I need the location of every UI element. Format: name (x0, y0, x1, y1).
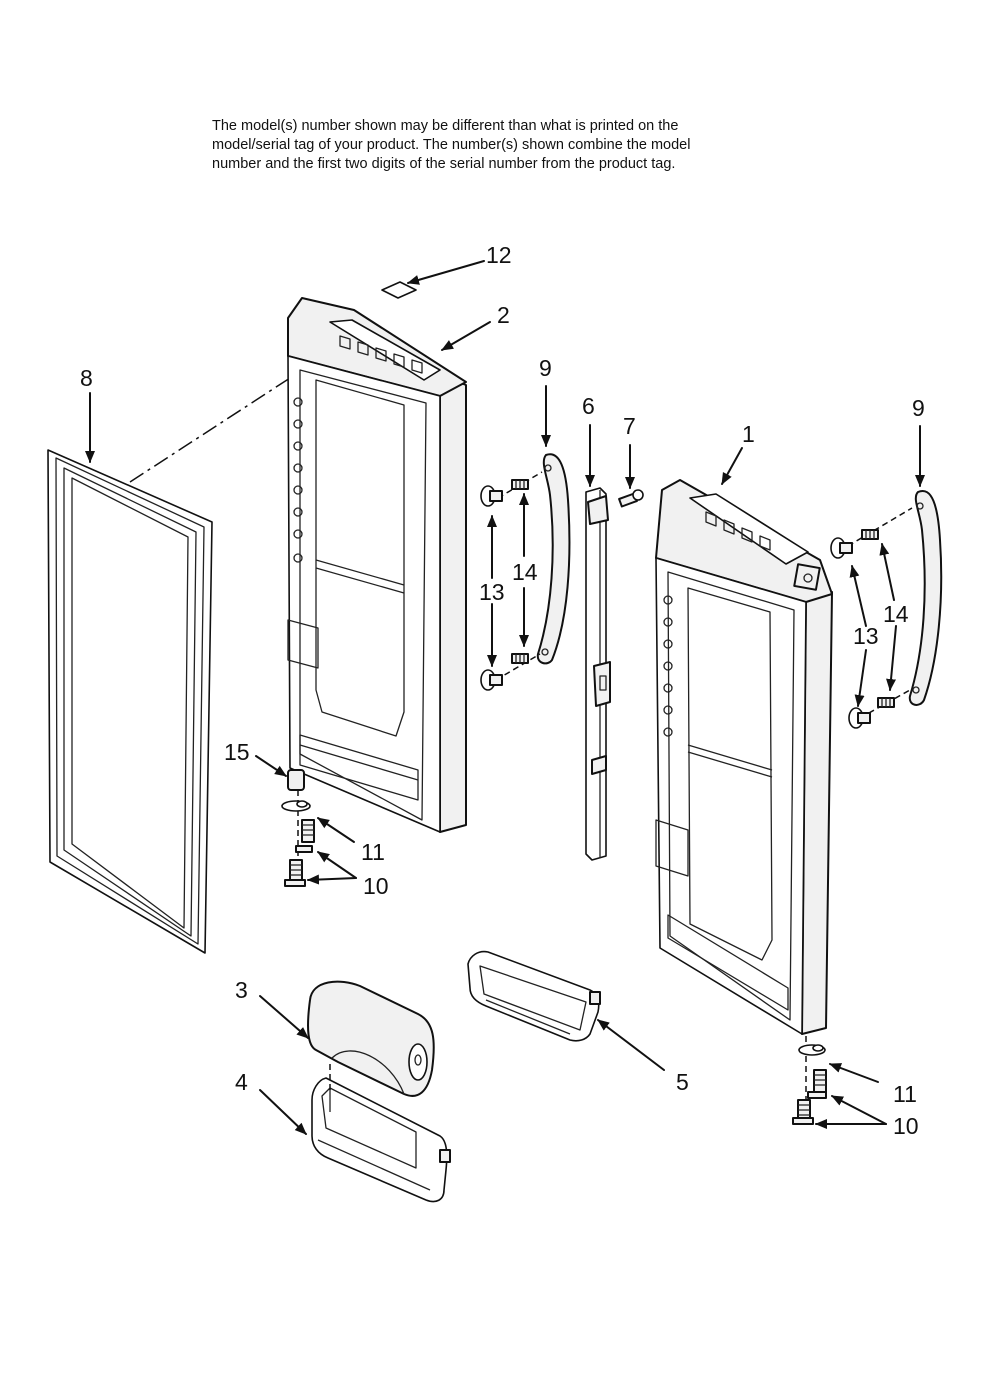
callout-12: 12 (486, 242, 512, 268)
left-hinge-hardware (281, 769, 315, 887)
callout-3: 3 (235, 977, 248, 1003)
callout-9-right: 9 (912, 395, 925, 421)
callout-2: 2 (497, 302, 510, 328)
right-handle-part-9 (847, 489, 943, 719)
left-handle-part-9 (495, 453, 571, 681)
left-handle-fasteners (480, 479, 529, 691)
door-bin-part-5 (467, 950, 601, 1042)
callout-4: 4 (235, 1069, 248, 1095)
emblem-part-12 (381, 281, 417, 299)
mullion-part-6 (585, 487, 611, 861)
callout-14-right: 14 (883, 601, 909, 627)
right-handle-fasteners (830, 529, 895, 729)
callout-9-left: 9 (539, 355, 552, 381)
note-line-1: The model(s) number shown may be differe… (212, 118, 679, 134)
note-line-2: model/serial tag of your product. The nu… (212, 137, 691, 153)
callout-11-left: 11 (361, 839, 385, 865)
right-hinge-hardware (792, 1044, 827, 1125)
callout-14-left: 14 (512, 559, 538, 585)
callout-7: 7 (623, 413, 636, 439)
callout-1: 1 (742, 421, 755, 447)
callout-8: 8 (80, 365, 93, 391)
callout-10-left: 10 (363, 873, 389, 899)
callout-5: 5 (676, 1069, 689, 1095)
shelf-cover-part-3 (307, 980, 435, 1097)
door-gasket-part-8 (47, 351, 331, 954)
callout-15: 15 (224, 739, 250, 765)
dairy-bin-part-4 (311, 1060, 451, 1203)
callout-6: 6 (582, 393, 595, 419)
callout-11-right: 11 (893, 1081, 917, 1107)
callout-10-right: 10 (893, 1113, 919, 1139)
callout-13-left: 13 (479, 579, 505, 605)
callout-13-right: 13 (853, 623, 879, 649)
left-door-part-2 (287, 297, 467, 880)
right-door-part-1 (655, 479, 833, 1120)
model-number-note: The model(s) number shown may be differe… (212, 117, 812, 174)
screw-part-7 (618, 489, 644, 508)
note-line-3: number and the first two digits of the s… (212, 156, 676, 172)
callout-numbers: 12 2 8 9 6 7 1 9 14 13 13 14 15 11 10 3 … (80, 242, 925, 1139)
callout-leaders (85, 260, 925, 1135)
